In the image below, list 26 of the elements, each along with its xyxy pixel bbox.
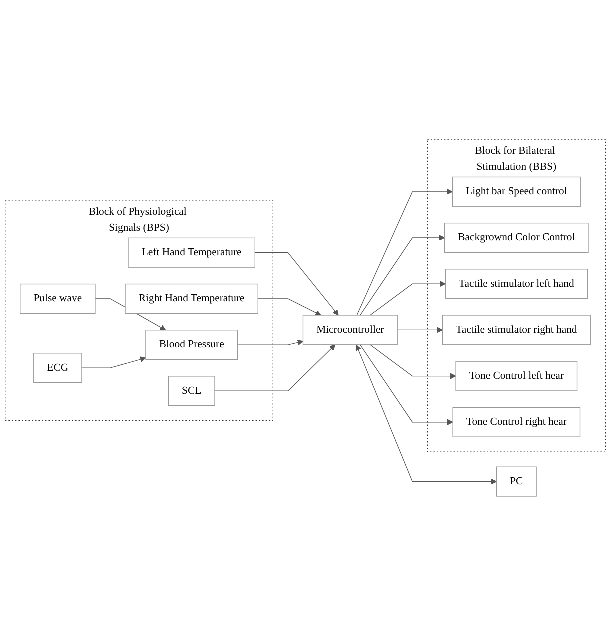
arrow bbox=[254, 252, 339, 316]
arrow bbox=[356, 344, 498, 485]
arrow bbox=[237, 340, 304, 346]
arrow bbox=[397, 327, 443, 334]
arrow bbox=[258, 298, 322, 316]
arrow bbox=[370, 281, 446, 316]
arrow bbox=[360, 344, 454, 426]
arrow bbox=[360, 235, 446, 316]
arrow bbox=[370, 344, 456, 380]
node-box: Tactile stimulator left hand bbox=[445, 269, 588, 300]
node-box: Tactile stimulator right hand bbox=[442, 315, 591, 346]
node-box: Backgrownd Color Control bbox=[444, 222, 589, 254]
node-box: Tone Control right hear bbox=[452, 407, 581, 438]
node-box: Light bar Speed control bbox=[452, 176, 581, 207]
node-box: Right Hand Temperature bbox=[125, 284, 258, 314]
node-box: Tone Control left hear bbox=[456, 361, 578, 392]
arrow bbox=[214, 344, 336, 392]
node-box: ECG bbox=[34, 353, 82, 384]
node-box: Blood Pressure bbox=[146, 330, 238, 360]
node-box: Left Hand Temperature bbox=[128, 238, 256, 268]
node-box: PC bbox=[496, 466, 537, 497]
arrow bbox=[356, 189, 453, 316]
node-box: Microcontroller bbox=[302, 315, 398, 346]
arrow bbox=[82, 356, 146, 368]
node-box: Pulse wave bbox=[20, 284, 96, 314]
node-box: SCL bbox=[168, 376, 216, 406]
